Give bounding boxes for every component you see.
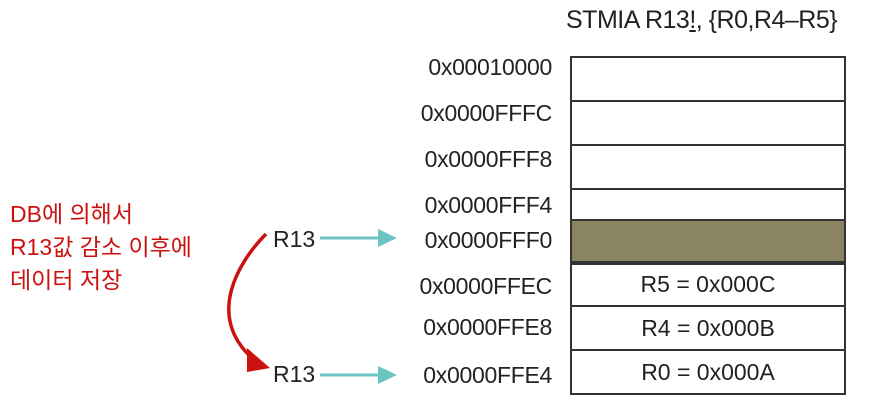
address-label: 0x0000FFFC [420,100,553,126]
address-label: 0x0000FFF8 [424,146,553,172]
instruction-mnemonic: STMIA R13 [566,6,690,34]
register-list: , {R0,R4–R5} [695,6,838,34]
address-label: 0x0000FFE4 [423,362,552,388]
pointer-arrow-before [320,229,397,247]
address-label: 0x0000FFF4 [424,192,553,218]
note-line: R13값 감소 이후에 [10,234,192,260]
curve-arrow-head [247,348,270,372]
memory-cell-highlighted [570,219,846,265]
cell-value: R0 = 0x000A [641,359,775,385]
note-line: 데이터 저장 [10,267,123,293]
arrow-head [378,229,397,247]
writeback-mark: ! [689,6,696,34]
note-line: DB에 의해서 [10,201,133,227]
memory-cell: R0 = 0x000A [570,349,846,395]
curve-path [227,232,268,360]
cell-value: R4 = 0x000B [641,315,775,341]
instruction-title: STMIA R13!, {R0,R4–R5} [566,6,856,35]
address-label: 0x0000FFEC [419,273,552,299]
register-r13-before: R13 [273,226,316,252]
address-label: 0x0000FFF0 [424,227,553,253]
decrement-curve-arrow [227,232,270,372]
arrow-head [378,366,397,384]
pointer-arrow-after [320,366,397,384]
cell-value: R5 = 0x000C [640,271,776,297]
address-label: 0x00010000 [428,54,552,80]
register-r13-after: R13 [273,361,316,387]
address-label: 0x0000FFE8 [423,314,552,340]
